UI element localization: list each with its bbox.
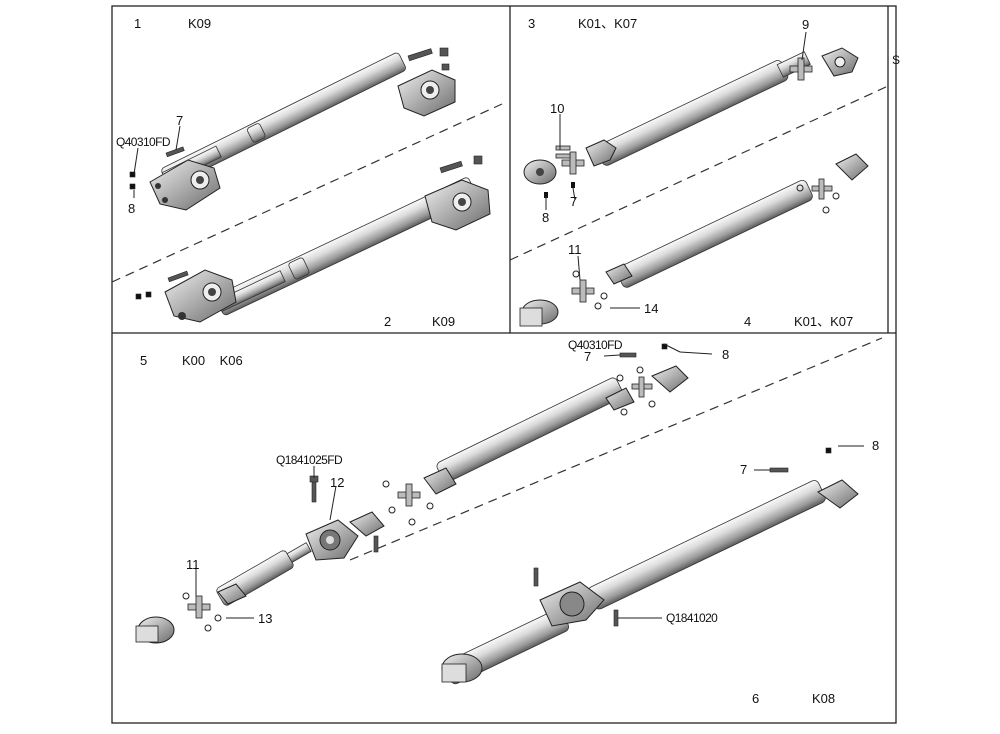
callout-p4-14: 14	[644, 301, 659, 316]
cross-9	[789, 57, 813, 81]
panel-1-model: K09	[188, 16, 212, 31]
shaft-1	[129, 47, 456, 211]
shaft-3	[523, 47, 859, 198]
callout-p5-7: 7	[584, 349, 592, 364]
separator-lines	[111, 85, 889, 561]
panel-1-number: 1	[134, 16, 142, 31]
yoke-4-left	[519, 263, 633, 327]
yoke-5-left	[135, 583, 247, 644]
bolts-1	[129, 47, 450, 190]
cross-5-right	[631, 376, 653, 398]
yoke-5-right	[605, 365, 689, 411]
part-code-p1-bolt: Q40310FD	[116, 135, 171, 149]
callout-p5-12: 12	[330, 475, 345, 490]
shaft-2	[135, 155, 491, 323]
panel-2-number: 2	[384, 314, 392, 329]
flange-3	[523, 159, 557, 185]
snap-rings-5	[182, 366, 656, 632]
yoke-5-mid	[349, 467, 457, 537]
panel-3-number: 3	[528, 16, 536, 31]
cross-5-mid	[397, 483, 421, 507]
frame	[111, 5, 897, 724]
panel-2-model: K09	[432, 314, 456, 329]
callout-p5-11: 11	[186, 557, 200, 572]
shaft-4	[519, 153, 869, 327]
callout-p4-11: 11	[568, 242, 582, 257]
flange-yoke-left-2	[164, 269, 237, 323]
callout-p1-8: 8	[128, 201, 136, 216]
shaft-6	[441, 447, 859, 685]
panel-6-model: K08	[812, 691, 836, 706]
edge-text-fragment: S	[892, 53, 901, 67]
leader-lines	[133, 31, 864, 619]
yoke-6-left	[441, 653, 483, 683]
yoke-4-right	[835, 153, 869, 181]
callout-p3-9: 9	[802, 17, 810, 32]
callout-p6-7: 7	[740, 462, 748, 477]
callout-p6-8: 8	[872, 438, 880, 453]
bolts-6	[533, 447, 832, 627]
cross-3	[555, 145, 585, 175]
bolts-5	[309, 343, 668, 553]
yoke-3-left	[585, 139, 617, 167]
panel-6-number: 6	[752, 691, 760, 706]
yoke-3-right	[821, 47, 859, 77]
cross-4-right	[811, 178, 833, 200]
callout-p5-13: 13	[258, 611, 273, 626]
center-bearing-6	[539, 581, 605, 627]
bolts-2	[135, 155, 483, 300]
snap-rings-4	[572, 184, 840, 310]
panel-5-model: K00 K06	[182, 353, 243, 368]
yoke-6-right	[817, 479, 859, 509]
panel-3-model: K01、K07	[578, 16, 638, 31]
part-code-p5-bolt-top: Q40310FD	[568, 338, 623, 352]
flange-yoke-right-2	[424, 179, 491, 231]
cross-5-left	[187, 595, 211, 619]
part-code-p5-bearing-bolt: Q1841025FD	[276, 453, 343, 467]
flange-yoke-right-1	[397, 69, 456, 117]
panel-4-model: K01、K07	[794, 314, 854, 329]
part-code-p6-bearing-bolt: Q1841020	[666, 611, 718, 625]
callout-p3-10: 10	[550, 101, 565, 116]
callout-p1-7: 7	[176, 113, 184, 128]
callout-p3-8: 8	[542, 210, 550, 225]
flange-yoke-left-1	[149, 159, 221, 211]
shaft-5	[135, 343, 689, 644]
center-bearing-5	[305, 519, 359, 561]
callout-p5-8: 8	[722, 347, 730, 362]
cross-4	[571, 279, 595, 303]
callout-p3-7: 7	[570, 194, 578, 209]
panel-5-number: 5	[140, 353, 148, 368]
panel-4-number: 4	[744, 314, 752, 329]
